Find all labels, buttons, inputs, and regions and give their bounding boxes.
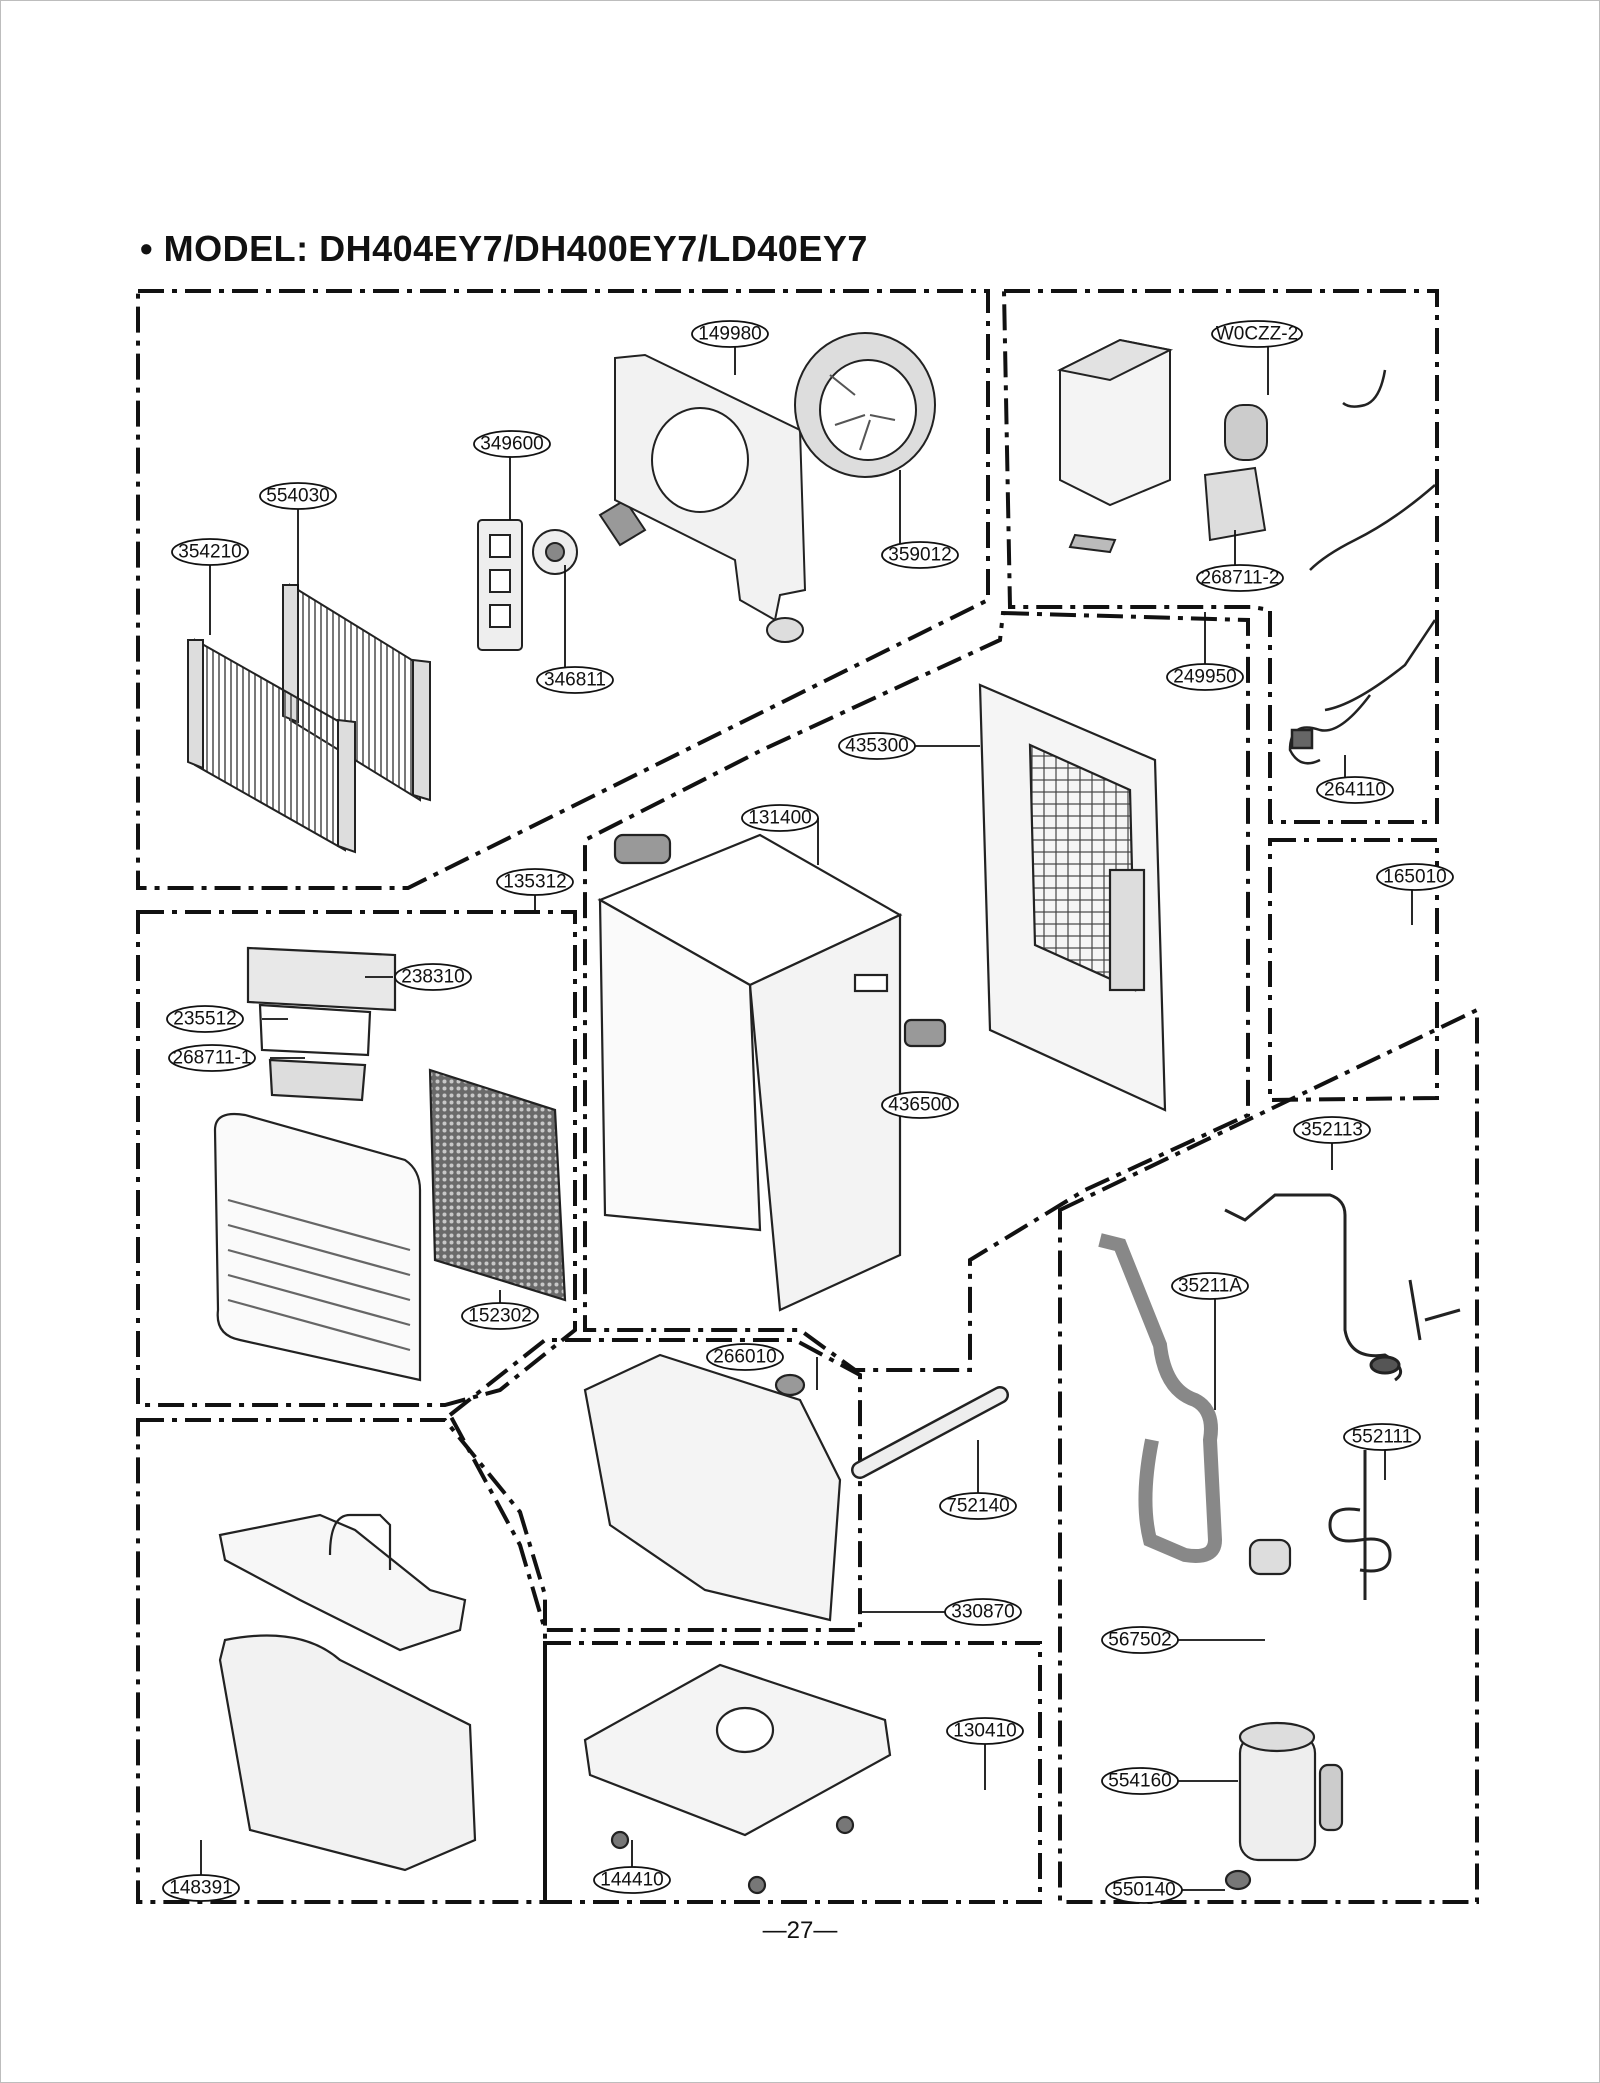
section-front-panel — [136, 910, 577, 1407]
callout-554030: 554030 — [259, 482, 337, 510]
callout-349600: 349600 — [473, 430, 551, 458]
section-drain-pan — [447, 1338, 862, 1632]
svg-text:131400: 131400 — [748, 808, 811, 829]
svg-text:135312: 135312 — [503, 872, 566, 893]
section-fan-evaporator — [136, 289, 990, 890]
svg-text:354210: 354210 — [178, 542, 241, 563]
svg-text:35211A: 35211A — [1178, 1276, 1242, 1297]
svg-text:359012: 359012 — [888, 545, 951, 566]
svg-text:268711-1: 268711-1 — [173, 1048, 252, 1069]
control-box-drawing — [1056, 338, 1268, 554]
wire-harness-drawing — [1288, 369, 1437, 765]
coil-drawing-rear — [282, 583, 431, 802]
svg-text:148391: 148391 — [169, 1878, 232, 1899]
cabinet-drawing — [597, 833, 947, 1312]
callout-135312: 135312 — [496, 868, 574, 896]
section-base — [543, 1641, 1042, 1904]
callout-435300: 435300 — [838, 732, 916, 760]
section-drain-bucket — [136, 1418, 547, 1904]
fan-motor-drawing — [477, 498, 647, 651]
svg-text:249950: 249950 — [1173, 667, 1236, 688]
svg-text:330870: 330870 — [951, 1602, 1014, 1623]
callout-W0CZZ-2: W0CZZ-2 — [1211, 320, 1303, 348]
callout-359012: 359012 — [881, 541, 959, 569]
blower-wheel-drawing — [794, 332, 936, 478]
svg-text:152302: 152302 — [468, 1306, 531, 1327]
svg-text:165010: 165010 — [1383, 867, 1446, 888]
callout-35211A: 35211A — [1171, 1272, 1249, 1300]
svg-text:554160: 554160 — [1108, 1771, 1171, 1792]
callout-354210: 354210 — [171, 538, 249, 566]
svg-text:554030: 554030 — [266, 486, 329, 507]
callout-346811: 346811 — [536, 666, 614, 694]
svg-text:266010: 266010 — [713, 1347, 776, 1368]
callout-268711-1: 268711-1 — [168, 1044, 256, 1072]
front-panel-drawing — [213, 946, 567, 1382]
callout-249950: 249950 — [1166, 663, 1244, 691]
callout-330870: 330870 — [944, 1598, 1022, 1626]
svg-text:264110: 264110 — [1324, 780, 1386, 801]
svg-text:235512: 235512 — [173, 1009, 236, 1030]
svg-text:268711-2: 268711-2 — [1201, 568, 1280, 589]
svg-text:550140: 550140 — [1112, 1880, 1175, 1901]
section-boundaries — [136, 289, 1479, 1904]
drain-hose-drawing — [851, 1386, 1009, 1479]
callout-165010: 165010 — [1376, 863, 1454, 891]
section-power-cord — [1268, 838, 1439, 1103]
callout-554160: 554160 — [1101, 1767, 1179, 1795]
callout-266010: 266010 — [706, 1343, 784, 1371]
callout-130410: 130410 — [946, 1717, 1024, 1745]
drain-pan-drawing — [583, 1353, 842, 1622]
section-electrical-box — [1001, 289, 1439, 824]
rear-panel-drawing — [978, 683, 1167, 1112]
callout-752140: 752140 — [939, 1492, 1017, 1520]
svg-text:436500: 436500 — [888, 1095, 951, 1116]
svg-text:144410: 144410 — [600, 1870, 663, 1891]
svg-text:752140: 752140 — [946, 1496, 1009, 1517]
refrigeration-parts-drawing — [1098, 1193, 1461, 1600]
callout-352113: 352113 — [1293, 1116, 1371, 1144]
page-title: • MODEL: DH404EY7/DH400EY7/LD40EY7 — [140, 228, 868, 269]
svg-text:130410: 130410 — [953, 1721, 1016, 1742]
callout-567502: 567502 — [1101, 1626, 1179, 1654]
section-refrigeration — [1058, 1006, 1479, 1904]
svg-text:552111: 552111 — [1352, 1427, 1413, 1448]
callout-149980: 149980 — [691, 320, 769, 348]
callout-131400: 131400 — [741, 804, 819, 832]
svg-text:435300: 435300 — [845, 736, 908, 757]
callout-550140: 550140 — [1105, 1876, 1183, 1904]
coil-drawing-front — [187, 638, 356, 854]
svg-text:W0CZZ-2: W0CZZ-2 — [1216, 324, 1298, 345]
callout-238310: 238310 — [394, 963, 472, 991]
svg-text:238310: 238310 — [401, 967, 464, 988]
page-number: —27— — [762, 1917, 838, 1944]
callout-144410: 144410 — [593, 1866, 671, 1894]
svg-text:567502: 567502 — [1108, 1630, 1171, 1651]
callout-264110: 264110 — [1316, 776, 1394, 804]
callout-436500: 436500 — [881, 1091, 959, 1119]
drain-bucket-drawing — [218, 1513, 477, 1872]
callout-148391: 148391 — [162, 1874, 240, 1902]
section-cabinet — [583, 610, 1250, 1372]
callout-235512: 235512 — [166, 1005, 244, 1033]
fan-housing-drawing — [614, 353, 807, 643]
svg-text:349600: 349600 — [480, 434, 543, 455]
callout-552111: 552111 — [1343, 1423, 1421, 1451]
svg-text:346811: 346811 — [544, 670, 606, 691]
compressor-drawing — [1224, 1538, 1344, 1891]
svg-text:352113: 352113 — [1301, 1120, 1363, 1141]
callout-152302: 152302 — [461, 1302, 539, 1330]
callout-268711-2: 268711-2 — [1196, 564, 1284, 592]
svg-text:149980: 149980 — [698, 324, 761, 345]
base-drawing — [583, 1663, 892, 1895]
